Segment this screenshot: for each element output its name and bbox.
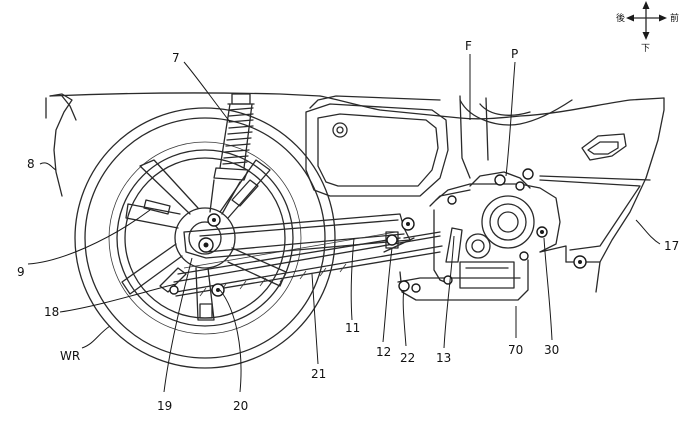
- drive-chain: [169, 231, 443, 297]
- label-P: P: [511, 47, 518, 61]
- direction-indicator: 後 前 下: [616, 1, 679, 54]
- frame-body: [305, 95, 665, 293]
- reference-labels: 7 F P 8 9 18 WR 19 20 21 11 12 22 13 70 …: [17, 39, 679, 413]
- label-22: 22: [400, 351, 415, 365]
- label-12: 12: [376, 345, 391, 359]
- label-WR: WR: [60, 349, 80, 363]
- label-17: 17: [664, 239, 679, 253]
- direction-rear-label: 後: [616, 12, 625, 24]
- label-9: 9: [17, 265, 25, 279]
- label-19: 19: [157, 399, 172, 413]
- leader-lines: [27, 54, 661, 393]
- label-20: 20: [233, 399, 248, 413]
- direction-down-label: 下: [641, 44, 650, 54]
- rear-fender: [45, 92, 321, 197]
- label-70: 70: [508, 343, 523, 357]
- direction-front-label: 前: [670, 12, 679, 24]
- label-7: 7: [172, 51, 180, 65]
- engine-unit: [397, 171, 567, 301]
- rear-shock-absorber: [207, 93, 255, 227]
- swing-arm: [183, 213, 415, 259]
- label-11: 11: [345, 321, 360, 335]
- rear-wheel: [74, 107, 336, 369]
- label-8: 8: [27, 157, 35, 171]
- label-13: 13: [436, 351, 451, 365]
- label-F: F: [465, 39, 472, 53]
- label-21: 21: [311, 367, 326, 381]
- label-18: 18: [44, 305, 59, 319]
- label-30: 30: [544, 343, 559, 357]
